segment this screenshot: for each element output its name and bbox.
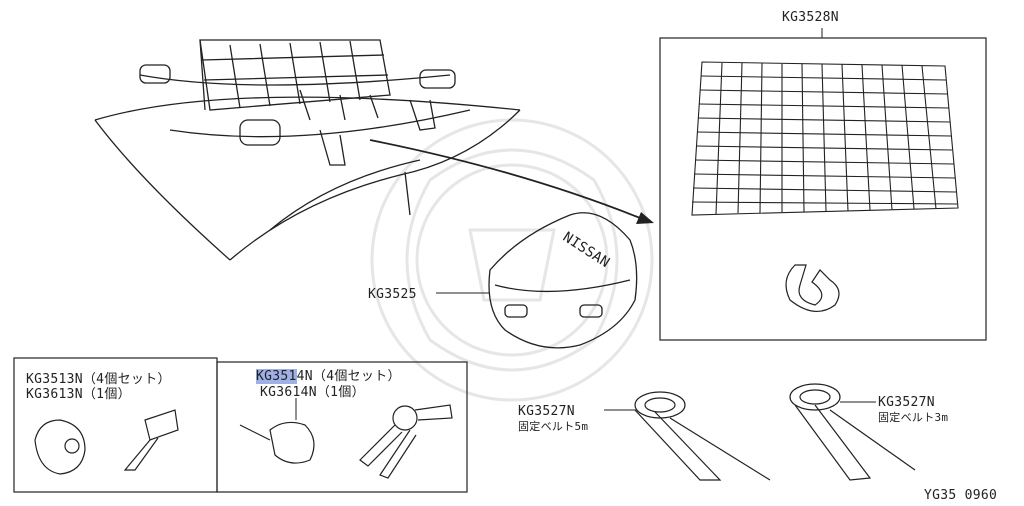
belt-long-roll — [634, 391, 771, 481]
belt-short-part-label: KG3527N — [878, 395, 935, 410]
belt-long-part-label: KG3527N — [518, 404, 575, 419]
lock-cylinder-b-icon — [239, 421, 315, 464]
lockset-b-line2: KG3614N（1個） — [260, 385, 365, 400]
net-box-frame — [659, 37, 987, 341]
key-a-icon — [123, 409, 179, 471]
lockset-a-line2: KG3613N（1個） — [26, 387, 131, 402]
keyring-b-icon — [359, 404, 453, 479]
net-hook-icon — [785, 264, 840, 312]
watermark-emblem — [370, 118, 654, 402]
lockset-a-line1: KG3513N（4個セット） — [26, 372, 171, 387]
storage-bag — [488, 212, 638, 349]
lockset-b-line1: KG3514N（4個セット） — [256, 369, 401, 384]
car-roof-illustration — [94, 39, 521, 261]
belt-long-desc: 固定ベルト5m — [518, 420, 589, 433]
lockset-b-highlight[interactable]: KG351 — [256, 369, 297, 384]
lock-cylinder-a-icon — [34, 419, 86, 475]
net-part-label: KG3528N — [782, 10, 839, 25]
figure-code: YG35 0960 — [924, 488, 998, 503]
bag-part-label: KG3525 — [368, 287, 417, 302]
cargo-net — [691, 61, 959, 216]
lockset-b-frame — [216, 361, 468, 493]
belt-short-roll — [789, 383, 916, 481]
lockset-b-line1-rest: 4N（4個セット） — [296, 369, 401, 384]
belt-short-desc: 固定ベルト3m — [878, 411, 949, 424]
arrow-to-net — [369, 139, 654, 224]
